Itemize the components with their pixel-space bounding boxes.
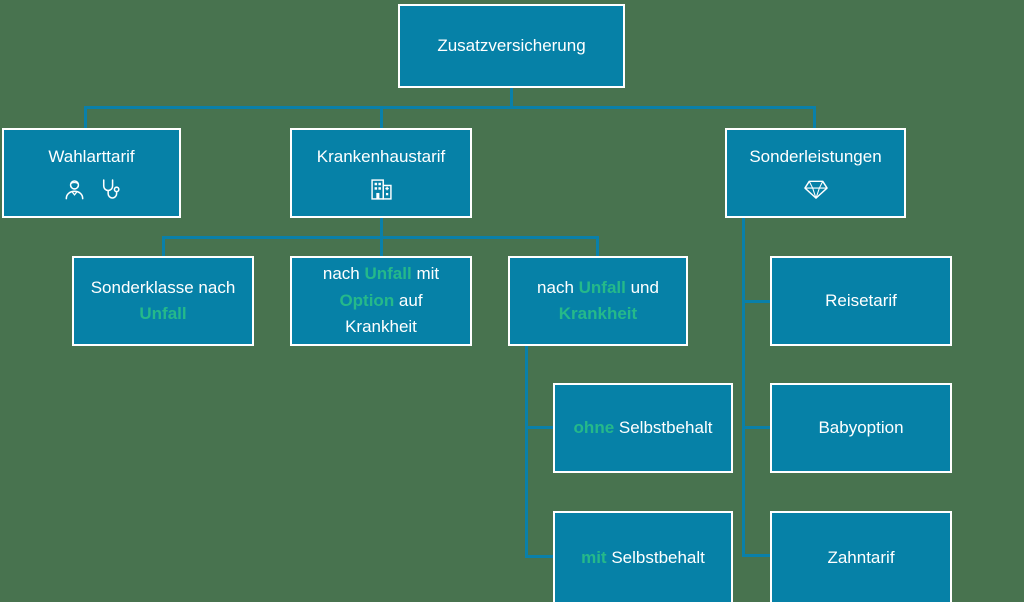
node-label: ohne Selbstbehalt	[573, 417, 713, 437]
hospital-icon	[370, 179, 392, 200]
connector-selbstbehalt-trunk	[525, 346, 528, 558]
node-sonderklasse-nach-unfall: Sonderklasse nach Unfall	[72, 256, 254, 346]
connector-krankenhaus-stub	[380, 218, 383, 238]
node-label: Zahntarif	[827, 548, 895, 568]
node-nach-unfall-mit-option: nach Unfall mit Option auf Krankheit	[290, 256, 472, 346]
node-sonderleistungen: Sonderleistungen	[725, 128, 906, 218]
node-label: Reisetarif	[825, 290, 897, 310]
connector-branch-mit-selbstbehalt	[525, 555, 553, 558]
connector-branch-zahntarif	[742, 554, 770, 557]
node-label: Sonderleistungen	[749, 146, 882, 166]
node-icons	[369, 177, 394, 202]
doctor-icon	[65, 180, 83, 200]
node-wahlarttarif: Wahlarttarif	[2, 128, 181, 218]
node-label: Krankenhaustarif	[316, 146, 446, 166]
node-babyoption: Babyoption	[770, 383, 952, 473]
diamond-icon	[803, 180, 828, 200]
node-label: Babyoption	[818, 417, 904, 437]
connector-drop-unfall-krankheit	[596, 236, 599, 256]
connector-drop-wahlarttarif	[84, 106, 87, 128]
stethoscope-icon	[102, 179, 120, 199]
connector-sonderleistungen-trunk	[742, 218, 745, 557]
node-icons	[62, 177, 122, 202]
connector-drop-sonderleistungen	[813, 106, 816, 128]
node-label: Sonderklasse nach Unfall	[90, 277, 236, 323]
connector-branch-babyoption	[742, 426, 770, 429]
connector-branch-ohne-selbstbehalt	[525, 426, 553, 429]
connector-level2-rail	[84, 106, 816, 109]
connector-drop-unfall-option	[380, 236, 383, 256]
node-zahntarif: Zahntarif	[770, 511, 952, 602]
node-reisetarif: Reisetarif	[770, 256, 952, 346]
node-label: nach Unfall mit Option auf Krankheit	[322, 264, 440, 337]
connector-drop-krankenhaustarif	[380, 106, 383, 128]
node-label: mit Selbstbehalt	[581, 548, 705, 568]
node-label: Wahlarttarif	[48, 146, 135, 166]
node-ohne-selbstbehalt: ohne Selbstbehalt	[553, 383, 733, 473]
connector-branch-reisetarif	[742, 300, 770, 303]
connector-root-stub	[510, 88, 513, 109]
node-krankenhaustarif: Krankenhaustarif	[290, 128, 472, 218]
connector-drop-sonderklasse	[162, 236, 165, 256]
node-zusatzversicherung: Zusatzversicherung	[398, 4, 625, 88]
node-icons	[802, 177, 830, 202]
node-label: nach Unfall und Krankheit	[537, 277, 659, 323]
node-mit-selbstbehalt: mit Selbstbehalt	[553, 511, 733, 602]
node-label: Zusatzversicherung	[437, 35, 586, 55]
node-nach-unfall-und-krankheit: nach Unfall und Krankheit	[508, 256, 688, 346]
